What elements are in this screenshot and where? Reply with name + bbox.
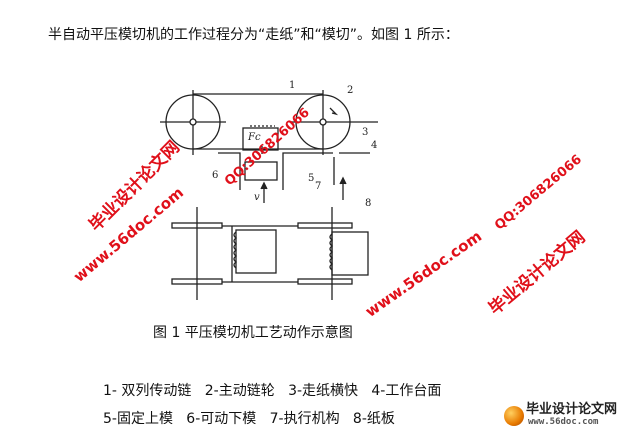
- force-label: Fc: [247, 132, 261, 143]
- sprocket-right: [290, 90, 378, 155]
- figure-caption: 图 1 平压模切机工艺动作示意图: [153, 325, 353, 341]
- fixed-upper-die: [242, 127, 279, 151]
- sprocket-left: [160, 90, 226, 155]
- logo-url: www.56doc.com: [528, 417, 599, 427]
- label-3: 3: [362, 127, 368, 138]
- logo-name: 毕业设计论文网: [526, 402, 618, 417]
- legend-line-2: 5-固定上模 6-可动下模 7-执行机构 8-纸板: [103, 411, 395, 427]
- logo-globe-icon: [504, 406, 524, 426]
- velocity-label: v: [254, 192, 260, 203]
- site-logo: 毕业设计论文网 www.56doc.com: [500, 403, 630, 429]
- movable-lower-die: [244, 161, 278, 181]
- label-7: 7: [315, 181, 321, 192]
- legend-line-1: 1- 双列传动链 2-主动链轮 3-走纸横快 4-工作台面: [103, 383, 442, 399]
- intro-paragraph: 半自动平压模切机的工作过程分为“走纸”和“模切”。如图 1 所示：: [48, 27, 459, 43]
- paper-board-right: [331, 231, 369, 276]
- work-table: [218, 152, 370, 190]
- label-2: 2: [347, 85, 353, 96]
- label-5: 5: [308, 173, 314, 184]
- label-4: 4: [371, 140, 377, 151]
- label-6: 6: [212, 170, 218, 181]
- paper-board-left: [235, 229, 277, 274]
- label-1: 1: [289, 80, 295, 91]
- label-8: 8: [365, 198, 371, 209]
